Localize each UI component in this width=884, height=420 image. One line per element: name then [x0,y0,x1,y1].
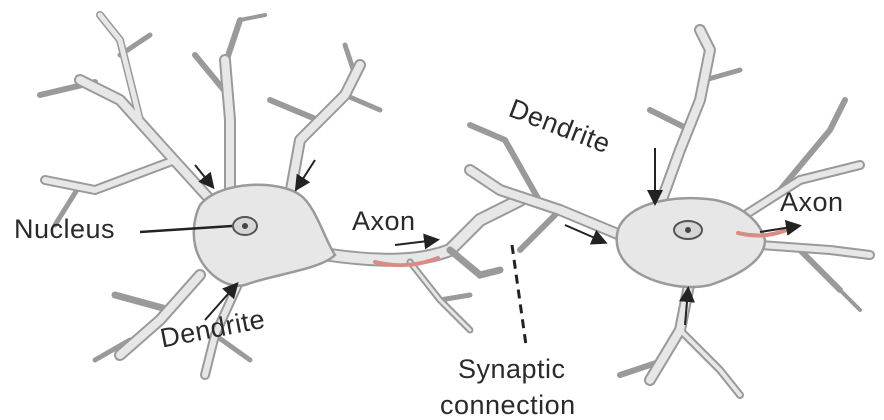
synaptic-label-line1: Synaptic [458,356,566,383]
right-cell-body [617,198,765,287]
synaptic-dashed-line [512,245,526,345]
axon-label-right: Axon [780,189,844,216]
nucleus-label: Nucleus [14,216,115,243]
left-cell-body [194,185,335,286]
neuron-diagram: Nucleus Axon Axon Dendrite Dendrite Syna… [0,0,884,411]
axon-label-left: Axon [352,208,416,235]
synaptic-label-line2: connection [440,392,576,419]
arrow-left-axon [395,240,436,245]
neuron-illustration [0,0,884,411]
left-neuron [40,15,520,375]
